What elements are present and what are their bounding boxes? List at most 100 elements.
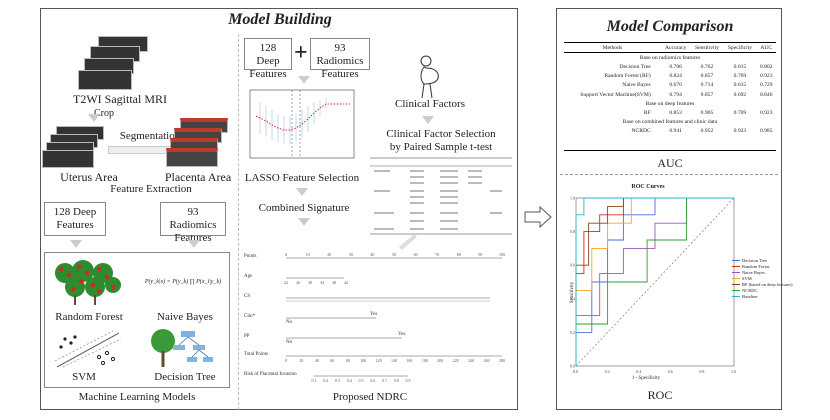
roc-ytick: 0.0 bbox=[570, 364, 575, 369]
nomogram-tick: 90 bbox=[478, 252, 483, 257]
nomogram-total-label: Total Points bbox=[244, 352, 268, 357]
table-cell: 0.923 bbox=[733, 128, 747, 135]
mri-label: T2WI Sagittal MRI bbox=[73, 92, 167, 106]
nomogram-clin-label: Clin* bbox=[244, 314, 256, 319]
table-cell: 0.615 bbox=[733, 63, 747, 70]
nomogram-tick: 140 bbox=[391, 358, 397, 363]
legend-label: NCRDC bbox=[742, 288, 758, 293]
lasso-plot bbox=[249, 89, 355, 159]
roc-xtick: 0.6 bbox=[668, 369, 673, 374]
random-forest-icon bbox=[55, 260, 121, 305]
svm-label: SVM bbox=[72, 371, 96, 383]
naive-bayes-label: Naive Bayes bbox=[157, 311, 213, 323]
nomogram-tick: 20 bbox=[327, 252, 332, 257]
legend-swatch bbox=[732, 260, 740, 262]
crop-label: Crop bbox=[94, 108, 114, 119]
decision-tree-label: Decision Tree bbox=[154, 371, 216, 383]
table-cell: 0.714 bbox=[700, 82, 714, 89]
table-cell: 0.923 bbox=[759, 109, 773, 116]
table-cell: 0.794 bbox=[669, 91, 682, 98]
legend-entry: Random Forest bbox=[732, 264, 792, 270]
radiomics-features-box: 93 Radiomics Features bbox=[160, 202, 226, 244]
roc-xtick: 0.8 bbox=[699, 369, 704, 374]
table-cell: 0.769 bbox=[733, 109, 747, 116]
roc-curve bbox=[575, 197, 734, 366]
auc-caption: AUC bbox=[657, 156, 683, 170]
nomogram-tick: 38 bbox=[332, 280, 336, 285]
table-section-label: Base on radiomics features bbox=[639, 54, 701, 61]
table-cell: 0.857 bbox=[700, 91, 714, 98]
legend-label: Random Forest bbox=[742, 264, 770, 269]
table-cell: 0.615 bbox=[733, 82, 747, 89]
roc-xtick: 0.0 bbox=[573, 369, 578, 374]
table-cell: 0.676 bbox=[669, 82, 682, 89]
panel-arrow bbox=[524, 206, 552, 228]
table-cell: 0.802 bbox=[759, 63, 773, 70]
table-cell: 0.692 bbox=[733, 91, 747, 98]
table-cell: 0.824 bbox=[669, 73, 682, 80]
pp-yes-label: Yes bbox=[398, 332, 406, 337]
roc-xtick: 0.2 bbox=[605, 369, 610, 374]
ml-models-box: Random Forest P(y_k|x) = P(y_k) ∏ P(x_i|… bbox=[44, 252, 230, 388]
clin-yes-label: Yes bbox=[370, 312, 378, 317]
middle-divider-top bbox=[238, 34, 239, 410]
nomogram-tick: 80 bbox=[345, 358, 350, 363]
nomogram-tick: 26 bbox=[296, 280, 300, 285]
roc-title: ROC Curves bbox=[631, 184, 665, 190]
legend-swatch bbox=[732, 266, 740, 268]
roc-curve bbox=[575, 197, 734, 366]
table-cell: 0.846 bbox=[759, 91, 773, 98]
deep-features-box: 128 Deep Features bbox=[44, 202, 106, 236]
nomogram-risk-label: Risk of Placental Invasion bbox=[244, 372, 297, 377]
nomogram-tick: 22 bbox=[284, 280, 288, 285]
nomogram-tick: 220 bbox=[452, 358, 459, 363]
nomogram-tick: 0.5 bbox=[358, 378, 364, 383]
svm-icon bbox=[54, 330, 122, 368]
nomogram-tick: 0 bbox=[285, 358, 287, 363]
uterus-label: Uterus Area bbox=[60, 170, 118, 184]
nomogram-tick: 30 bbox=[308, 280, 312, 285]
table-header: Sensitivity bbox=[690, 41, 724, 54]
roc-ytick: 0.8 bbox=[570, 229, 575, 234]
table-section-label: Base on deep features bbox=[645, 100, 695, 107]
deep-to-models-arrow bbox=[70, 240, 82, 248]
lasso-label: LASSO Feature Selection bbox=[244, 172, 360, 184]
clinical-table bbox=[370, 157, 512, 235]
table-cell: Decision Tree bbox=[619, 63, 651, 70]
combined-label: Combined Signature bbox=[258, 202, 350, 214]
legend-swatch bbox=[732, 284, 740, 286]
roc-ytick: 0.6 bbox=[570, 263, 575, 268]
roc-ytick: 1.0 bbox=[570, 196, 575, 201]
mid-deep-box: 128 Deep Features bbox=[244, 38, 292, 80]
roc-curve bbox=[575, 197, 734, 366]
nomogram-caption: Proposed NDRC bbox=[332, 391, 408, 403]
nomogram-age-label: Age bbox=[244, 274, 253, 279]
roc-xlabel: 1 - Specificity bbox=[631, 376, 661, 381]
legend-entry: Naive Bayes bbox=[732, 270, 792, 276]
nomogram-cs-label: CS bbox=[244, 294, 251, 299]
pp-no-label: No bbox=[286, 340, 293, 345]
nomogram-tick: 10 bbox=[305, 252, 310, 257]
table-cell: 0.941 bbox=[669, 128, 682, 135]
roc-curve bbox=[575, 197, 734, 366]
nomogram-tick: 240 bbox=[468, 358, 475, 363]
roc-ytick: 0.4 bbox=[570, 296, 575, 301]
model-comparison-title: Model Comparison bbox=[606, 18, 734, 35]
nomogram-tick: 100 bbox=[360, 358, 367, 363]
nomogram-tick: 0.4 bbox=[346, 378, 352, 383]
table-cell: Naive Bayes bbox=[622, 82, 651, 89]
pregnant-woman-icon bbox=[420, 55, 439, 99]
legend-entry: Decision Tree bbox=[732, 258, 792, 264]
placenta-label: Placenta Area bbox=[164, 170, 232, 184]
